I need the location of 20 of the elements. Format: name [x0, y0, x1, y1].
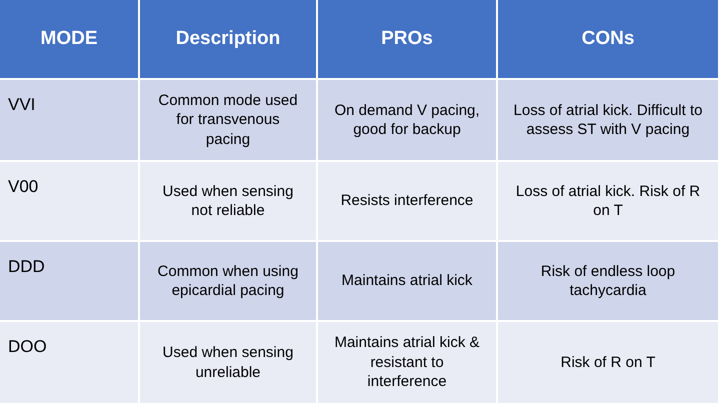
table-cell: Used when sensing not reliable — [140, 162, 318, 242]
column-header: MODE — [0, 0, 140, 80]
column-header: Description — [140, 0, 318, 80]
table-cell: V00 — [0, 162, 140, 242]
table-cell: DDD — [0, 242, 140, 322]
table-cell: Risk of endless loop tachycardia — [498, 242, 720, 322]
table-cell: Maintains atrial kick & resistant to interference — [318, 322, 498, 405]
table-cell: On demand V pacing, good for backup — [318, 80, 498, 162]
table-cell: DOO — [0, 322, 140, 405]
table-cell: Maintains atrial kick — [318, 242, 498, 322]
table-cell: Loss of atrial kick. Difficult to assess ST with V pacing — [498, 80, 720, 162]
table-cell: Loss of atrial kick. Risk of R on T — [498, 162, 720, 242]
table-cell: Resists interference — [318, 162, 498, 242]
table-cell: Risk of R on T — [498, 322, 720, 405]
column-header: PROs — [318, 0, 498, 80]
table-cell: Used when sensing unreliable — [140, 322, 318, 405]
table-cell: VVI — [0, 80, 140, 162]
table-cell: Common mode used for transvenous pacing — [140, 80, 318, 162]
table-cell: Common when using epicardial pacing — [140, 242, 318, 322]
column-header: CONs — [498, 0, 720, 80]
